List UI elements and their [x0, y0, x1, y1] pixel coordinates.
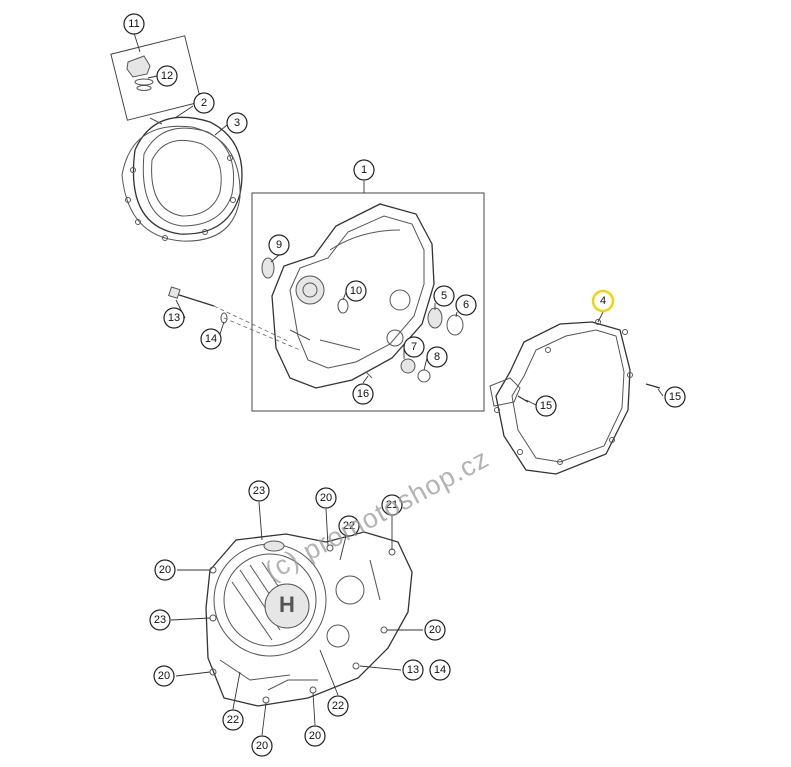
callout-20-right[interactable]: 20 [424, 619, 446, 641]
ignition-cover-part: H [205, 531, 413, 707]
callout-10[interactable]: 10 [345, 280, 367, 302]
callout-23-left[interactable]: 23 [149, 609, 171, 631]
callout-1[interactable]: 1 [353, 159, 375, 181]
callout-4[interactable]: 4 [591, 289, 615, 313]
callout-9[interactable]: 9 [268, 234, 290, 256]
assembly-box [251, 192, 485, 412]
callout-14-top[interactable]: 14 [200, 328, 222, 350]
callout-6[interactable]: 6 [455, 294, 477, 316]
callout-7[interactable]: 7 [403, 336, 425, 358]
callout-14-bottom[interactable]: 14 [429, 659, 451, 681]
callout-16[interactable]: 16 [352, 383, 374, 405]
svg-text:H: H [279, 592, 295, 617]
oil-plug-group [110, 35, 202, 121]
long-bolt-part [168, 286, 301, 351]
cover-gasket-part [121, 125, 241, 242]
callout-15-left[interactable]: 15 [535, 395, 557, 417]
callout-13-top[interactable]: 13 [163, 307, 185, 329]
callout-20-left-top[interactable]: 20 [154, 559, 176, 581]
callout-8[interactable]: 8 [426, 346, 448, 368]
callout-22-bottom-left[interactable]: 22 [222, 709, 244, 731]
callout-5[interactable]: 5 [433, 285, 455, 307]
callout-20-bottom-left[interactable]: 20 [251, 735, 273, 757]
clutch-cover-part [132, 116, 243, 235]
callout-15-right[interactable]: 15 [664, 386, 686, 408]
callout-23-top[interactable]: 23 [248, 480, 270, 502]
callout-20-bottom-mid[interactable]: 20 [304, 725, 326, 747]
callout-20-left-bottom[interactable]: 20 [153, 665, 175, 687]
callout-22-bottom-mid[interactable]: 22 [327, 695, 349, 717]
clutch-housing-part [271, 203, 435, 389]
leader-lines [133, 32, 664, 736]
callout-13-bottom[interactable]: 13 [402, 659, 424, 681]
callout-20-top[interactable]: 20 [315, 487, 337, 509]
gasket-part [489, 319, 661, 475]
callout-12[interactable]: 12 [156, 65, 178, 87]
callout-3[interactable]: 3 [226, 112, 248, 134]
callout-11[interactable]: 11 [123, 13, 145, 35]
callout-2[interactable]: 2 [193, 92, 215, 114]
